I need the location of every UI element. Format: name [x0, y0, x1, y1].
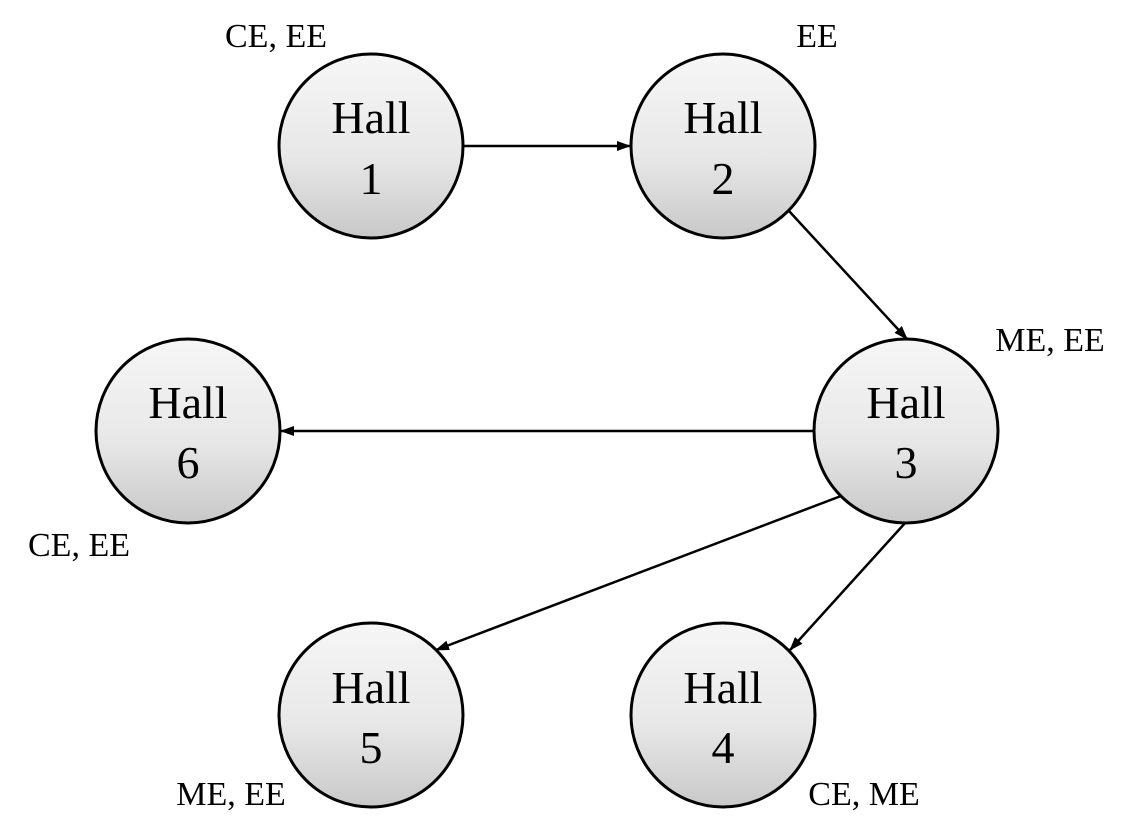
node-label-number: 4 — [712, 722, 735, 773]
node-hall-5: Hall 5 ME, EE — [176, 621, 465, 813]
node-circle — [629, 52, 817, 240]
node-label-number: 3 — [895, 437, 918, 488]
node-label-top: Hall — [148, 377, 227, 428]
node-tags: CE, EE — [225, 18, 327, 55]
node-label-top: Hall — [331, 92, 410, 143]
node-label-top: Hall — [331, 662, 410, 713]
node-hall-6: Hall 6 CE, EE — [28, 337, 282, 564]
node-circle — [277, 52, 465, 240]
node-circle — [629, 621, 817, 809]
node-label-top: Hall — [683, 662, 762, 713]
node-label-top: Hall — [866, 377, 945, 428]
node-label-top: Hall — [683, 92, 762, 143]
node-hall-3: Hall 3 ME, EE — [812, 322, 1105, 525]
node-circle — [277, 621, 465, 809]
node-hall-2: Hall 2 EE — [629, 18, 838, 240]
edge-hall3-to-hall5 — [435, 494, 842, 652]
edge-hall2-to-hall3 — [788, 210, 908, 340]
node-hall-1: Hall 1 CE, EE — [225, 18, 465, 240]
node-label-number: 6 — [177, 437, 200, 488]
node-label-number: 1 — [360, 153, 383, 204]
node-hall-4: Hall 4 CE, ME — [629, 621, 920, 813]
node-circle — [94, 337, 282, 525]
edge-hall3-to-hall4 — [789, 521, 907, 651]
node-tags: ME, EE — [176, 776, 286, 813]
node-label-number: 5 — [360, 722, 383, 773]
node-tags: EE — [796, 18, 838, 55]
node-tags: CE, EE — [28, 527, 130, 564]
node-tags: ME, EE — [995, 322, 1105, 359]
node-tags: CE, ME — [808, 776, 919, 813]
node-circle — [812, 337, 1000, 525]
edges — [280, 141, 908, 652]
node-label-number: 2 — [712, 153, 735, 204]
